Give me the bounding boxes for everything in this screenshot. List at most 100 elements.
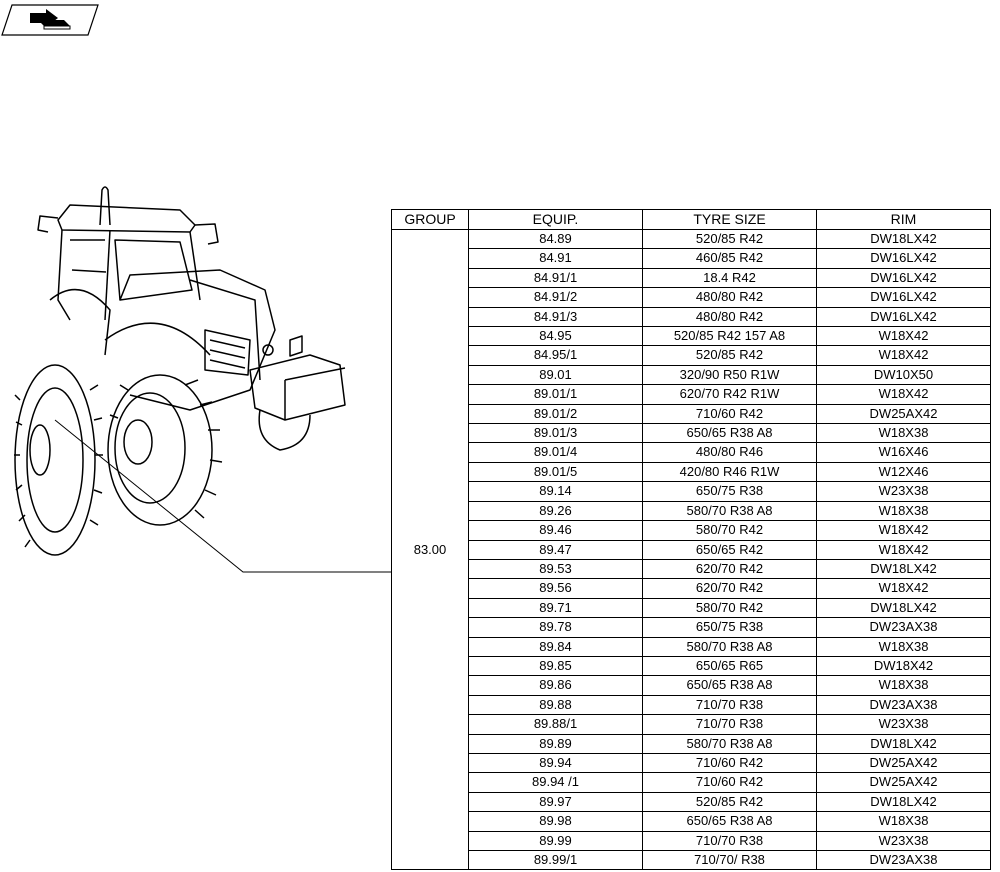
rim-cell: W18X42	[816, 520, 991, 541]
rim-cell: DW10X50	[816, 364, 991, 386]
tyre-size-cell: 580/70 R42	[642, 597, 817, 619]
rim-cell: DW16LX42	[816, 287, 991, 308]
equip-cell: 84.91/1	[468, 267, 643, 289]
equip-cell: 89.98	[468, 811, 643, 832]
equip-cell: 89.01/4	[468, 442, 643, 463]
equip-cell: 89.86	[468, 675, 643, 696]
tyre-size-cell: 580/70 R38 A8	[642, 636, 817, 657]
equip-cell: 89.97	[468, 791, 643, 813]
rim-cell: DW18LX42	[816, 558, 991, 580]
rim-cell: DW23AX38	[816, 694, 991, 716]
tyre-size-cell: 650/75 R38	[642, 481, 817, 502]
rim-cell: W18X42	[816, 578, 991, 599]
equip-cell: 89.47	[468, 539, 643, 560]
rim-cell: DW18LX42	[816, 733, 991, 754]
tyre-size-cell: 620/70 R42	[642, 578, 817, 599]
nav-tab-button[interactable]	[0, 0, 100, 36]
tyre-size-cell: 650/65 R42	[642, 539, 817, 560]
tyre-size-cell: 580/70 R38 A8	[642, 733, 817, 754]
equip-cell: 89.56	[468, 578, 643, 599]
tyre-size-cell: 520/85 R42	[642, 345, 817, 366]
tyre-size-cell: 710/60 R42	[642, 403, 817, 425]
rim-cell: W18X38	[816, 423, 991, 444]
rim-cell: W12X46	[816, 461, 991, 483]
rim-cell: DW18LX42	[816, 597, 991, 619]
rim-cell: W18X42	[816, 345, 991, 366]
rim-cell: W18X38	[816, 811, 991, 832]
rim-cell: W23X38	[816, 714, 991, 735]
tyre-size-cell: 710/70 R38	[642, 830, 817, 852]
header-equip: EQUIP.	[468, 209, 643, 230]
tyre-size-cell: 650/65 R38 A8	[642, 811, 817, 832]
equip-cell: 89.71	[468, 597, 643, 619]
rim-cell: DW18LX42	[816, 228, 991, 250]
tyre-size-cell: 18.4 R42	[642, 267, 817, 289]
tyre-size-cell: 480/80 R42	[642, 306, 817, 328]
tyre-size-cell: 710/70/ R38	[642, 849, 817, 871]
tyre-size-cell: 580/70 R38 A8	[642, 500, 817, 522]
equip-cell: 89.89	[468, 733, 643, 754]
rim-cell: W23X38	[816, 481, 991, 502]
rim-cell: W18X42	[816, 539, 991, 560]
tyre-size-cell: 620/70 R42 R1W	[642, 384, 817, 405]
tyre-size-cell: 580/70 R42	[642, 520, 817, 541]
rim-cell: DW23AX38	[816, 617, 991, 638]
tyre-size-cell: 420/80 R46 R1W	[642, 461, 817, 483]
tyre-size-cell: 520/85 R42 157 A8	[642, 326, 817, 347]
rim-cell: W18X42	[816, 384, 991, 405]
equip-cell: 89.84	[468, 636, 643, 657]
rim-cell: DW16LX42	[816, 267, 991, 289]
equip-cell: 89.01/5	[468, 461, 643, 483]
equip-cell: 89.01/3	[468, 423, 643, 444]
equip-cell: 89.85	[468, 655, 643, 677]
rim-cell: W18X38	[816, 500, 991, 522]
tyre-size-cell: 520/85 R42	[642, 791, 817, 813]
equip-cell: 89.78	[468, 617, 643, 638]
equip-cell: 89.01/1	[468, 384, 643, 405]
equip-cell: 84.95	[468, 326, 643, 347]
tractor-icon	[14, 186, 346, 556]
rim-cell: DW25AX42	[816, 403, 991, 425]
table-header-row: GROUP EQUIP. TYRE SIZE RIM	[391, 209, 991, 230]
equip-cell: 89.01	[468, 364, 643, 386]
tyre-size-cell: 650/65 R38 A8	[642, 423, 817, 444]
rim-cell: W16X46	[816, 442, 991, 463]
equip-cell: 89.26	[468, 500, 643, 522]
tyre-size-cell: 710/60 R42	[642, 772, 817, 793]
rim-cell: DW16LX42	[816, 306, 991, 328]
header-rim: RIM	[816, 209, 991, 230]
tyre-size-cell: 650/65 R38 A8	[642, 675, 817, 696]
equip-cell: 84.91/2	[468, 287, 643, 308]
tyre-size-cell: 710/70 R38	[642, 694, 817, 716]
rim-cell: DW25AX42	[816, 752, 991, 774]
tyre-size-cell: 650/75 R38	[642, 617, 817, 638]
equip-cell: 84.91	[468, 248, 643, 269]
group-cell: 83.00	[391, 228, 469, 871]
equip-cell: 89.46	[468, 520, 643, 541]
rim-cell: DW18LX42	[816, 791, 991, 813]
book-arrow-icon	[30, 9, 71, 30]
tyre-size-cell: 620/70 R42	[642, 558, 817, 580]
